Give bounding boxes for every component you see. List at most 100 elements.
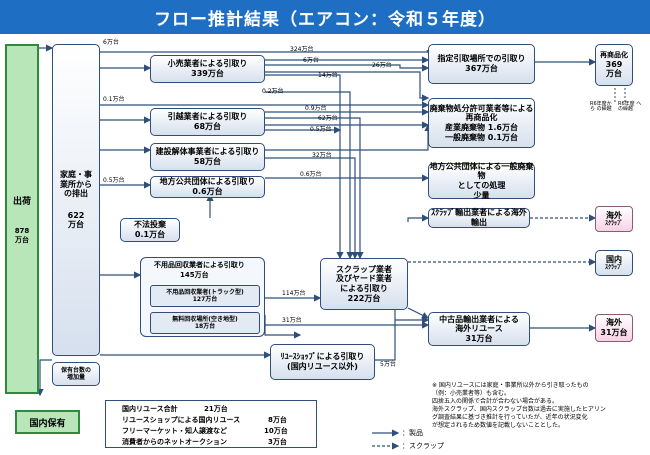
junk-free-label: 無料回収場所(空き地型) xyxy=(172,315,238,323)
designated-box: 指定引取場所での引取り 367万台 xyxy=(428,44,535,84)
flow-label: 6万台 xyxy=(103,39,119,46)
junk-group-label: 不用品回収業者による引取り xyxy=(154,261,245,269)
illegal-dumping-box: 不法投棄 0.1万台 xyxy=(120,218,180,242)
local-gov-box: 地方公共団体による引取り 0.6万台 xyxy=(150,176,265,198)
recycle-note-to: R6年度 への繰越 xyxy=(618,101,642,112)
reuse-shop-sub: (国内リユース以外) xyxy=(287,362,358,371)
domestic-scrap-label: 国内 xyxy=(606,254,622,264)
household-unit: 万台 xyxy=(68,220,84,230)
flow-label: 5万台 xyxy=(380,361,396,368)
designated-value: 367万台 xyxy=(465,64,498,73)
flow-label: 14万台 xyxy=(318,72,338,79)
used-export-value: 31万台 xyxy=(465,333,493,343)
household-box: 家庭・事業所からの排出 622 万台 xyxy=(52,44,100,356)
scrap-yard-box: スクラップ業者 及びヤード業者 による引取り 222万台 xyxy=(320,258,408,310)
overseas-reuse-box: 海外 31万台 xyxy=(595,314,633,342)
overseas-reuse-label: 海外 xyxy=(606,318,622,328)
scrap-export-label: ｽｸﾗｯﾌﾟ輸出業者による海外輸出 xyxy=(431,208,527,227)
footnotes: ※ 国内リユースには家庭・事業所以外から引き取ったもの （例：小売業者等）も含む… xyxy=(432,382,606,430)
waste-permit-box: 廃棄物処分許可業者等による 再商品化 産業廃棄物 1.6万台 一般廃棄物 0.1… xyxy=(428,98,535,148)
flow-label: 0.5万台 xyxy=(310,126,332,133)
retailer-label: 小売業者による引取り xyxy=(167,59,248,69)
overseas-scrap-sub: ｽｸﾗｯﾌﾟ xyxy=(604,220,623,228)
overseas-scrap-box: 海外 ｽｸﾗｯﾌﾟ xyxy=(595,206,633,232)
household-label: 家庭・事業所からの排出 xyxy=(60,170,92,199)
reuse-shop-label: ﾘﾕｰｽｼｮｯﾌﾟによる引取り xyxy=(280,352,365,362)
scrap-yard-value: 222万台 xyxy=(347,293,381,303)
junk-free-value: 18万台 xyxy=(194,323,216,330)
junk-truck-label: 不用品回収業者(トラック型) xyxy=(166,288,244,296)
designated-label: 指定引取場所での引取り xyxy=(437,54,526,64)
shipment-box: 出荷 878 万台 xyxy=(5,44,39,394)
junk-truck-value: 127万台 xyxy=(192,296,218,303)
flow-label: 0.9万台 xyxy=(305,105,327,112)
table-row: 8万台 xyxy=(268,416,287,424)
flow-label: 324万台 xyxy=(290,46,314,53)
mover-label: 引越業者による引取り xyxy=(167,112,248,122)
table-row: 3万台 xyxy=(268,438,287,446)
flow-label: 0.5万台 xyxy=(103,177,125,184)
flow-label: 6万台 xyxy=(303,57,319,64)
local-waste-value: 少量 xyxy=(473,190,490,200)
table-row: リユースショップによる国内リユース xyxy=(122,416,241,424)
recycle-label: 再商品化 xyxy=(600,51,628,60)
table-row: 10万台 xyxy=(264,427,288,435)
scrap-yard-label2: 及びヤード業者 xyxy=(336,274,392,284)
local-gov-label: 地方公共団体による引取り xyxy=(159,177,256,187)
shipment-value: 878 xyxy=(14,226,30,235)
page-title: フロー推計結果（エアコン：令和５年度） xyxy=(0,0,650,34)
used-export-label2: 海外リユース xyxy=(455,324,503,334)
retailer-box: 小売業者による引取り 339万台 xyxy=(150,55,265,83)
junk-free-box: 無料回収場所(空き地型) 18万台 xyxy=(150,312,260,334)
local-waste-label2: としての処理 xyxy=(457,181,506,190)
legend-product: ：製品 xyxy=(402,429,423,437)
domestic-scrap-box: 国内 ｽｸﾗｯﾌﾟ xyxy=(595,250,633,276)
mover-value: 68万台 xyxy=(193,122,222,131)
domestic-holding-label: 国内保有 xyxy=(29,418,66,429)
shipment-label: 出荷 xyxy=(12,196,31,207)
demolition-box: 建設解体事業者による引取り 58万台 xyxy=(150,143,265,171)
waste-permit-label2: 再商品化 xyxy=(465,113,498,123)
flow-label: 0.2万台 xyxy=(262,88,284,95)
illegal-label: 不法投棄 xyxy=(134,220,166,230)
waste-permit-general: 一般廃棄物 0.1万台 xyxy=(445,132,518,142)
table-row: フリーマーケット・知人譲渡など xyxy=(122,427,227,435)
scrap-yard-label: スクラップ業者 xyxy=(336,264,392,274)
used-export-label: 中古品輸出業者による xyxy=(439,314,519,324)
demolition-value: 58万台 xyxy=(193,157,222,166)
recycle-value: 369 xyxy=(605,59,623,69)
shipment-unit: 万台 xyxy=(15,235,29,244)
flow-label: 0.1万台 xyxy=(103,96,125,103)
household-value: 622 xyxy=(67,210,85,220)
recycle-box: 再商品化 369 万台 xyxy=(595,44,633,86)
junk-truck-box: 不用品回収業者(トラック型) 127万台 xyxy=(150,285,260,307)
flow-label: 32万台 xyxy=(312,152,332,159)
junk-group-value: 145万台 xyxy=(180,271,209,279)
stock-increase-box: 保有台数の増加量 xyxy=(52,362,100,386)
local-gov-value: 0.6万台 xyxy=(192,187,223,196)
reuse-shop-box: ﾘﾕｰｽｼｮｯﾌﾟによる引取り (国内リユース以外) xyxy=(270,344,375,380)
table-row: 21万台 xyxy=(204,405,228,413)
retailer-value: 339万台 xyxy=(191,69,224,78)
legend-scrap: ：スクラップ xyxy=(402,442,444,450)
flow-label: 114万台 xyxy=(282,290,306,297)
scrap-export-box: ｽｸﾗｯﾌﾟ輸出業者による海外輸出 xyxy=(428,208,530,228)
demolition-label: 建設解体事業者による引取り xyxy=(155,147,260,157)
illegal-value: 0.1万台 xyxy=(134,230,166,239)
table-row: 消費者からのネットオークション xyxy=(122,438,227,446)
flow-label: 26万台 xyxy=(372,62,392,69)
domestic-holding-box: 国内保有 xyxy=(15,410,80,434)
overseas-reuse-value: 31万台 xyxy=(600,328,628,337)
domestic-scrap-sub: ｽｸﾗｯﾌﾟ xyxy=(604,264,623,272)
recycle-note-from: R6年度から の繰越 xyxy=(590,101,612,112)
waste-permit-label: 廃棄物処分許可業者等による xyxy=(429,103,534,113)
used-export-box: 中古品輸出業者による 海外リユース 31万台 xyxy=(428,312,530,346)
waste-permit-industrial: 産業廃棄物 1.6万台 xyxy=(445,123,518,132)
flow-label: 0.6万台 xyxy=(300,171,322,178)
table-row: 国内リユース合計 xyxy=(122,405,178,413)
mover-box: 引越業者による引取り 68万台 xyxy=(150,108,265,136)
local-waste-box: 地方公共団体による一般廃棄物 としての処理 少量 xyxy=(428,162,535,200)
stock-increase-label: 保有台数の増加量 xyxy=(61,366,92,381)
domestic-reuse-table: 国内リユース合計 21万台 リユースショップによる国内リユース 8万台 フリーマ… xyxy=(105,400,317,448)
